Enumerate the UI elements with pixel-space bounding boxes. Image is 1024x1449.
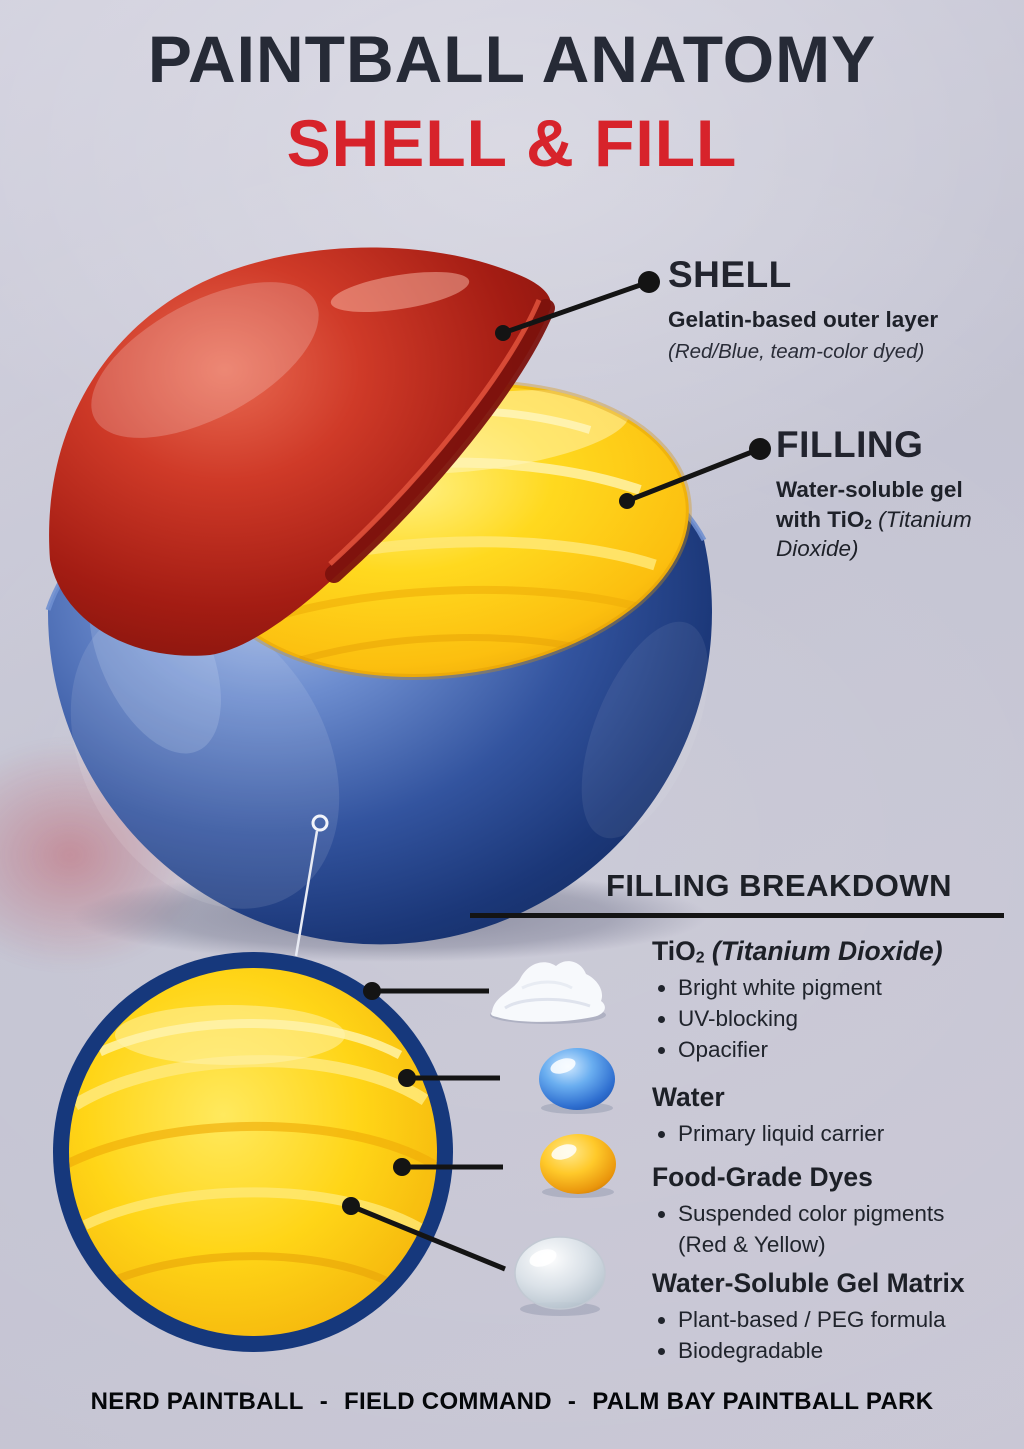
ingredient-bullets: Plant-based / PEG formula Biodegradable [652,1305,1017,1366]
bullet-item: UV-blocking [678,1004,1017,1035]
ingredient-name: Food-Grade Dyes [652,1162,873,1192]
footer-separator: - [319,1388,329,1415]
filling-callout-label: FILLING [776,424,924,465]
bullet-item: Primary liquid carrier [678,1119,1017,1150]
footer-part: FIELD COMMAND [344,1388,552,1415]
breakdown-item-tio2: TiO2 (Titanium Dioxide) Bright white pig… [652,936,1017,1065]
filling-callout: FILLING Water-soluble gel with TiO2 (Tit… [776,426,981,564]
footer-part: NERD PAINTBALL [90,1388,304,1415]
breakdown-divider [470,913,1004,918]
breakdown-item-gel-matrix: Water-Soluble Gel Matrix Plant-based / P… [652,1268,1017,1367]
footer-credits: NERD PAINTBALL-FIELD COMMAND-PALM BAY PA… [0,1388,1024,1416]
bullet-item: Opacifier [678,1035,1017,1066]
subscript: 2 [695,949,705,967]
bullet-item: Biodegradable [678,1336,1017,1367]
shell-callout-label: SHELL [668,254,792,295]
shell-callout-note: (Red/Blue, team-color dyed) [668,339,925,363]
bullet-item: Plant-based / PEG formula [678,1305,1017,1336]
filling-callout-description: Water-soluble gel with TiO2 (Titanium Di… [776,477,972,562]
bullet-item: Bright white pigment [678,973,1017,1004]
red-paint-smudge [0,740,210,970]
shell-callout: SHELL Gelatin-based outer layer (Red/Blu… [668,256,938,364]
breakdown-item-dyes: Food-Grade Dyes Suspended color pigments… [652,1162,1017,1261]
ingredient-name: Water-Soluble Gel Matrix [652,1268,965,1298]
ingredient-name: TiO2 (Titanium Dioxide) [652,936,943,967]
page-subtitle: SHELL & FILL [286,106,738,180]
ingredient-bullets: Suspended color pigments [652,1199,1017,1230]
shell-callout-description: Gelatin-based outer layer [668,307,939,332]
ingredient-bullets: Bright white pigment UV-blocking Opacifi… [652,973,1017,1065]
page-title: PAINTBALL ANATOMY [147,22,877,96]
subscript: 2 [864,516,872,532]
breakdown-item-water: Water Primary liquid carrier [652,1082,1017,1150]
breakdown-heading: FILLING BREAKDOWN [605,868,952,903]
bullet-item: Suspended color pigments [678,1199,1017,1230]
footer-separator: - [567,1388,577,1415]
ingredient-name: Water [652,1082,725,1112]
footer-part: PALM BAY PAINTBALL PARK [592,1388,934,1415]
ingredient-bullets: Primary liquid carrier [652,1119,1017,1150]
bullet-continuation: (Red & Yellow) [678,1232,826,1258]
